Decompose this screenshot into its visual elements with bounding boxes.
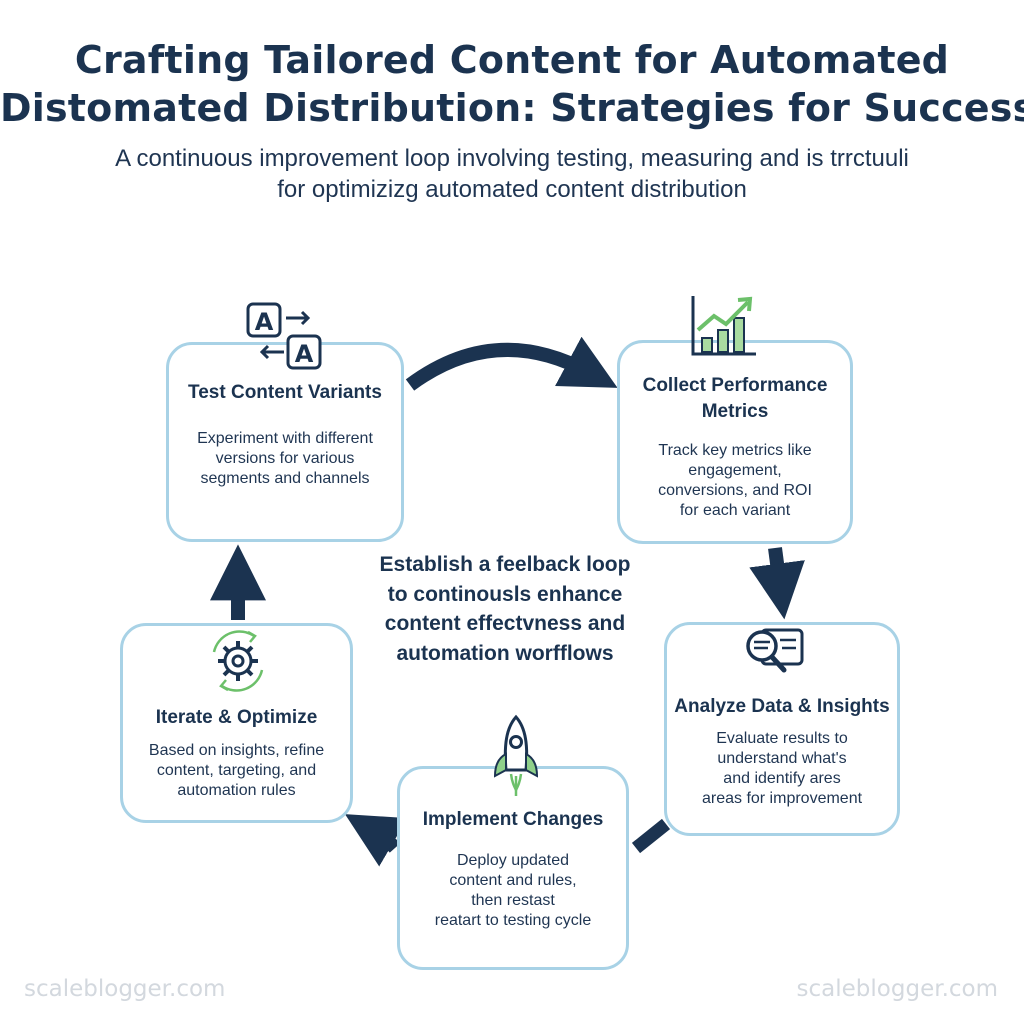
step-card-collect: Collect Performance Metrics Track key me… (617, 340, 853, 544)
step-description: Based on insights, refine content, targe… (148, 742, 325, 799)
center-statement: Establish a feelback loop to continousls… (379, 553, 631, 665)
step-title: Implement Changes (422, 809, 604, 830)
magnifier-document-icon (746, 628, 804, 673)
subtitle-line-1: A continuous improvement loop involving … (115, 145, 909, 172)
arrow-implement-to-iterate (344, 814, 408, 867)
arrow-analyze-to-implement (631, 818, 671, 854)
svg-text:A: A (295, 340, 314, 368)
page-subtitle: A continuous improvement loop involving … (0, 143, 1024, 205)
step-description: Evaluate results to understand what's an… (701, 730, 863, 807)
subtitle-line-2: for optimizizg automated content distrib… (277, 176, 747, 203)
watermark-right: scaleblogger.com (796, 976, 998, 1002)
step-title: Analyze Data & Insights (674, 696, 890, 717)
step-title: Test Content Variants (188, 382, 382, 403)
step-title: Collect Performance Metrics (642, 375, 828, 422)
step-title: Iterate & Optimize (155, 707, 318, 728)
step-description: Track key metrics like engagement, conve… (658, 442, 812, 519)
page-title: Crafting Tailored Content for Automated … (0, 36, 1024, 132)
step-card-test: Test Content Variants Experiment with di… (166, 342, 404, 542)
arrow-collect-to-analyze (749, 547, 805, 620)
title-line-1: Crafting Tailored Content for Automated (74, 38, 950, 82)
svg-text:A: A (255, 308, 274, 336)
rocket-icon (493, 714, 539, 796)
step-description: Deploy updated content and rules, then r… (434, 852, 592, 929)
step-description: Experiment with different versions for v… (197, 430, 373, 487)
title-line-2: Distomated Distribution: Strategies for … (0, 86, 1024, 130)
ab-test-icon: A A (246, 302, 322, 370)
gear-cycle-icon (212, 630, 264, 692)
growth-chart-icon (691, 296, 756, 356)
step-card-implement: Implement Changes Deploy updated content… (397, 766, 629, 970)
arrow-test-to-collect (405, 336, 618, 391)
watermark-left: scaleblogger.com (24, 976, 226, 1002)
